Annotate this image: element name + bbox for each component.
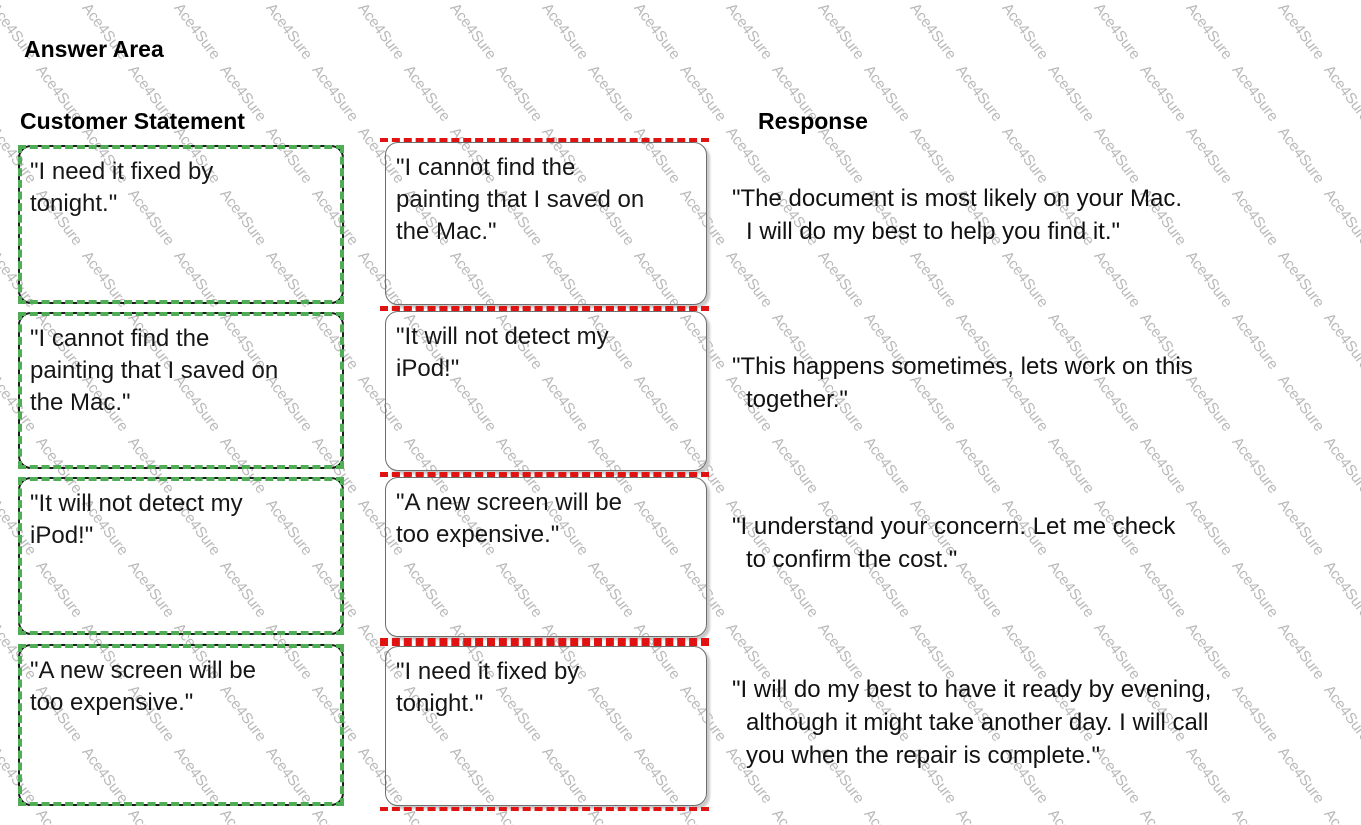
response-text-4: "I will do my best to have it ready by e…	[732, 676, 1212, 769]
customer-statement-heading: Customer Statement	[20, 108, 245, 134]
response-text-3: "I understand your concern. Let me check…	[732, 513, 1176, 573]
customer-statement-box-1: "I need it fixed by tonight."	[18, 145, 344, 304]
customer-statement-text: "I cannot find the painting that I saved…	[30, 325, 279, 416]
red-dashed-line-top	[380, 473, 709, 477]
dropped-answer-text: "I need it fixed by tonight."	[396, 658, 580, 717]
response-heading: Response	[758, 108, 868, 134]
red-dashed-line-bottom	[380, 472, 709, 476]
red-dashed-line-bottom	[380, 306, 709, 310]
customer-statement-box-3: "It will not detect my iPod!"	[18, 477, 344, 635]
response-text-2: "This happens sometimes, lets work on th…	[732, 353, 1193, 413]
customer-statement-text: "I need it fixed by tonight."	[30, 158, 214, 217]
red-dashed-line-top	[380, 307, 709, 311]
customer-statement-text: "It will not detect my iPod!"	[30, 490, 243, 549]
red-dashed-line-top	[380, 138, 709, 142]
customer-statement-box-2: "I cannot find the painting that I saved…	[18, 312, 344, 469]
response-text-1: "The document is most likely on your Mac…	[732, 185, 1183, 245]
dropped-answer-box-3[interactable]: "A new screen will be too expensive."	[380, 473, 709, 642]
red-dashed-line-bottom	[380, 807, 709, 811]
dropped-answer-box-4[interactable]: "I need it fixed by tonight."	[380, 642, 709, 811]
red-dashed-line-bottom	[380, 638, 709, 642]
customer-statement-box-4: "A new screen will be too expensive."	[18, 644, 344, 806]
dropped-answer-box-1[interactable]: "I cannot find the painting that I saved…	[380, 138, 709, 310]
dropped-answer-text: "A new screen will be too expensive."	[396, 489, 622, 548]
page-title: Answer Area	[24, 36, 164, 62]
dropped-answer-text: "It will not detect my iPod!"	[396, 323, 609, 382]
red-dashed-line-top	[380, 642, 709, 646]
dropped-answer-text: "I cannot find the painting that I saved…	[396, 154, 645, 245]
customer-statement-text: "A new screen will be too expensive."	[30, 657, 256, 716]
dropped-answer-box-2[interactable]: "It will not detect my iPod!"	[380, 307, 709, 476]
